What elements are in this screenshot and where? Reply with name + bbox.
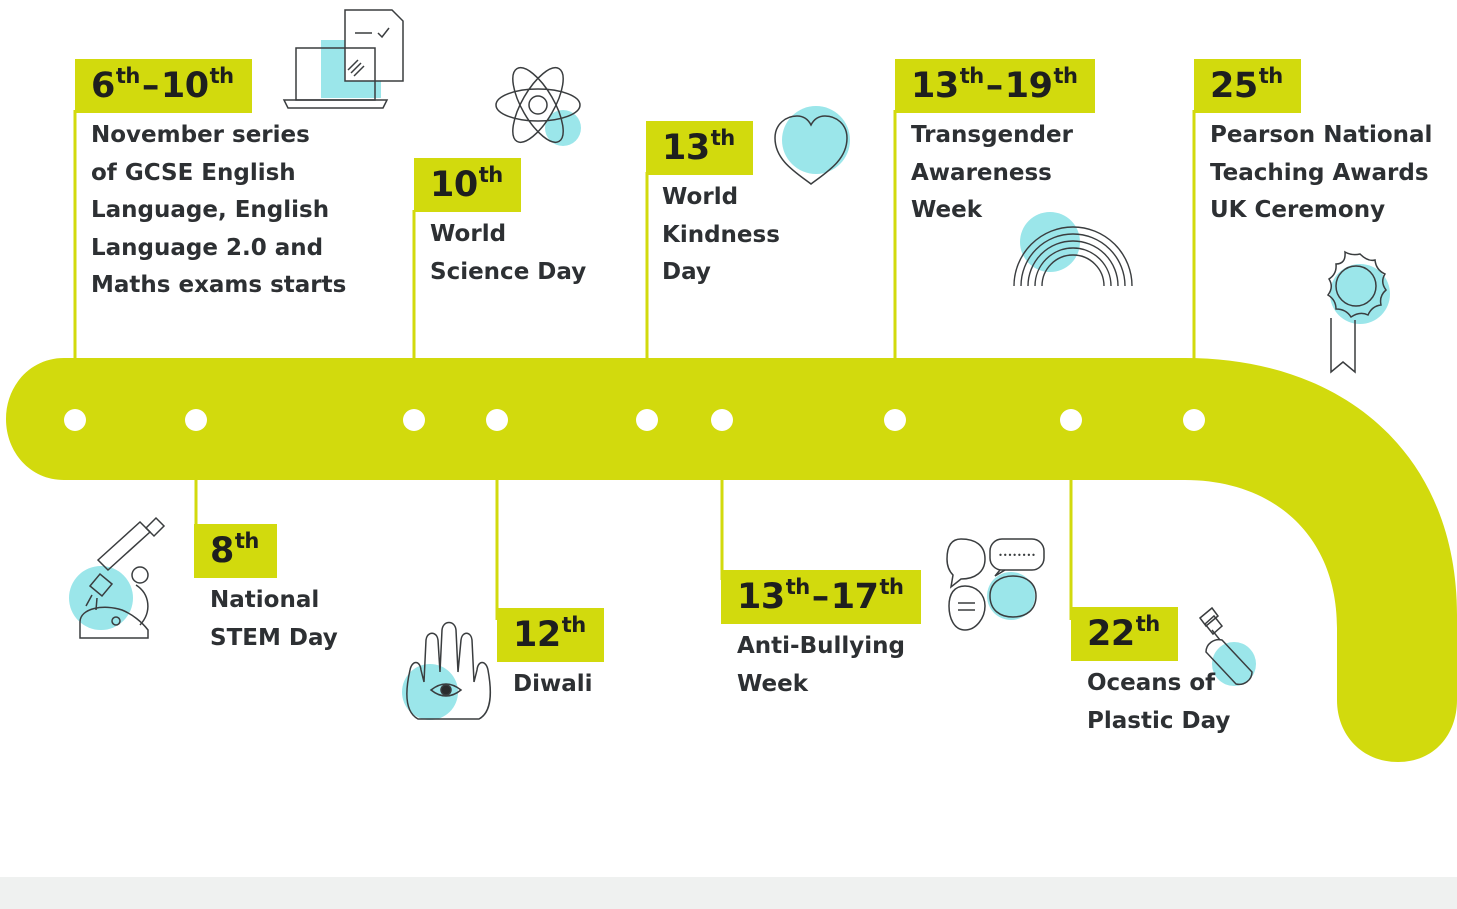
connector-lines (73, 110, 1196, 620)
speech-bubbles-icon: •••••••• (946, 538, 1045, 631)
date-dash: – (811, 577, 830, 617)
svg-text:••••••••: •••••••• (998, 551, 1036, 560)
event-anti-bullying: 13th–17th Anti-Bullying Week (721, 570, 922, 703)
timeline-dot (403, 409, 425, 431)
date-dash: – (985, 66, 1004, 106)
event-description: Anti-Bullying Week (737, 633, 905, 697)
date-suffix: th (1258, 64, 1284, 88)
heart-icon (774, 106, 850, 185)
event-description: National STEM Day (210, 587, 338, 651)
date-start: 25 (1210, 66, 1258, 106)
timeline-dots (64, 409, 1205, 431)
timeline-dot (1183, 409, 1205, 431)
event-description: Pearson National Teaching Awards UK Cere… (1210, 122, 1433, 223)
event-transgender-week: 13th–19th Transgender Awareness Week (895, 59, 1096, 230)
event-description: Transgender Awareness Week (911, 122, 1073, 223)
date-box: 8th (194, 524, 277, 578)
rainbow-icon (1013, 212, 1133, 287)
date-suffix: th (1053, 64, 1078, 88)
date-suffix: th (1135, 612, 1161, 636)
date-start: 12 (513, 615, 561, 655)
date-box: 12th (497, 608, 604, 662)
event-description: World Kindness Day (662, 184, 780, 285)
date-box: 13th–17th (721, 570, 922, 624)
timeline-dot (185, 409, 207, 431)
timeline-track (6, 358, 1457, 762)
event-teaching-awards: 25th Pearson National Teaching Awards UK… (1194, 59, 1432, 230)
date-suffix: th (115, 64, 141, 88)
date-start: 22 (1087, 614, 1135, 654)
date-end: 19 (1004, 66, 1053, 106)
plastic-bottle-icon (1198, 606, 1256, 686)
event-gcse-exams: 6th–10th November series of GCSE English… (75, 59, 346, 305)
event-stem-day: 8th National STEM Day (194, 524, 338, 657)
date-start: 13 (662, 128, 710, 168)
footer-bar (0, 877, 1457, 909)
date-start: 13 (737, 577, 785, 617)
date-suffix: th (478, 163, 504, 187)
timeline-dot (64, 409, 86, 431)
date-box: 25th (1194, 59, 1301, 113)
event-science-day: 10th World Science Day (414, 158, 586, 291)
event-description: World Science Day (430, 221, 587, 285)
microscope-icon (69, 516, 166, 639)
hamsa-hand-icon (402, 621, 492, 720)
event-description: Oceans of Plastic Day (1087, 670, 1231, 734)
date-start: 13 (911, 66, 959, 106)
timeline-dot (486, 409, 508, 431)
laptop-documents-icon (282, 9, 404, 109)
date-box: 6th–10th (75, 59, 252, 113)
date-end: 17 (830, 577, 879, 617)
event-kindness-day: 13th World Kindness Day (646, 121, 780, 292)
date-box: 13th–19th (895, 59, 1096, 113)
date-suffix: th (234, 529, 260, 553)
date-box: 22th (1071, 607, 1178, 661)
date-suffix: th (785, 575, 811, 599)
date-start: 10 (430, 165, 478, 205)
event-diwali: 12th Diwali (497, 608, 604, 704)
date-end: 10 (160, 66, 209, 106)
date-start: 8 (210, 531, 234, 571)
date-box: 10th (414, 158, 521, 212)
timeline-dot (884, 409, 906, 431)
date-dash: – (141, 66, 160, 106)
timeline-dot (636, 409, 658, 431)
date-start: 6 (91, 66, 115, 106)
event-plastic-day: 22th Oceans of Plastic Day (1071, 607, 1230, 740)
date-suffix: th (561, 613, 587, 637)
timeline-dot (1060, 409, 1082, 431)
date-suffix: th (710, 126, 736, 150)
date-suffix: th (879, 575, 904, 599)
timeline-dot (711, 409, 733, 431)
event-description: November series of GCSE English Language… (91, 122, 347, 298)
event-description: Diwali (513, 671, 593, 697)
award-rosette-icon (1326, 250, 1390, 374)
date-suffix: th (959, 64, 985, 88)
date-suffix: th (209, 64, 235, 88)
date-box: 13th (646, 121, 753, 175)
atom-icon (495, 67, 581, 146)
